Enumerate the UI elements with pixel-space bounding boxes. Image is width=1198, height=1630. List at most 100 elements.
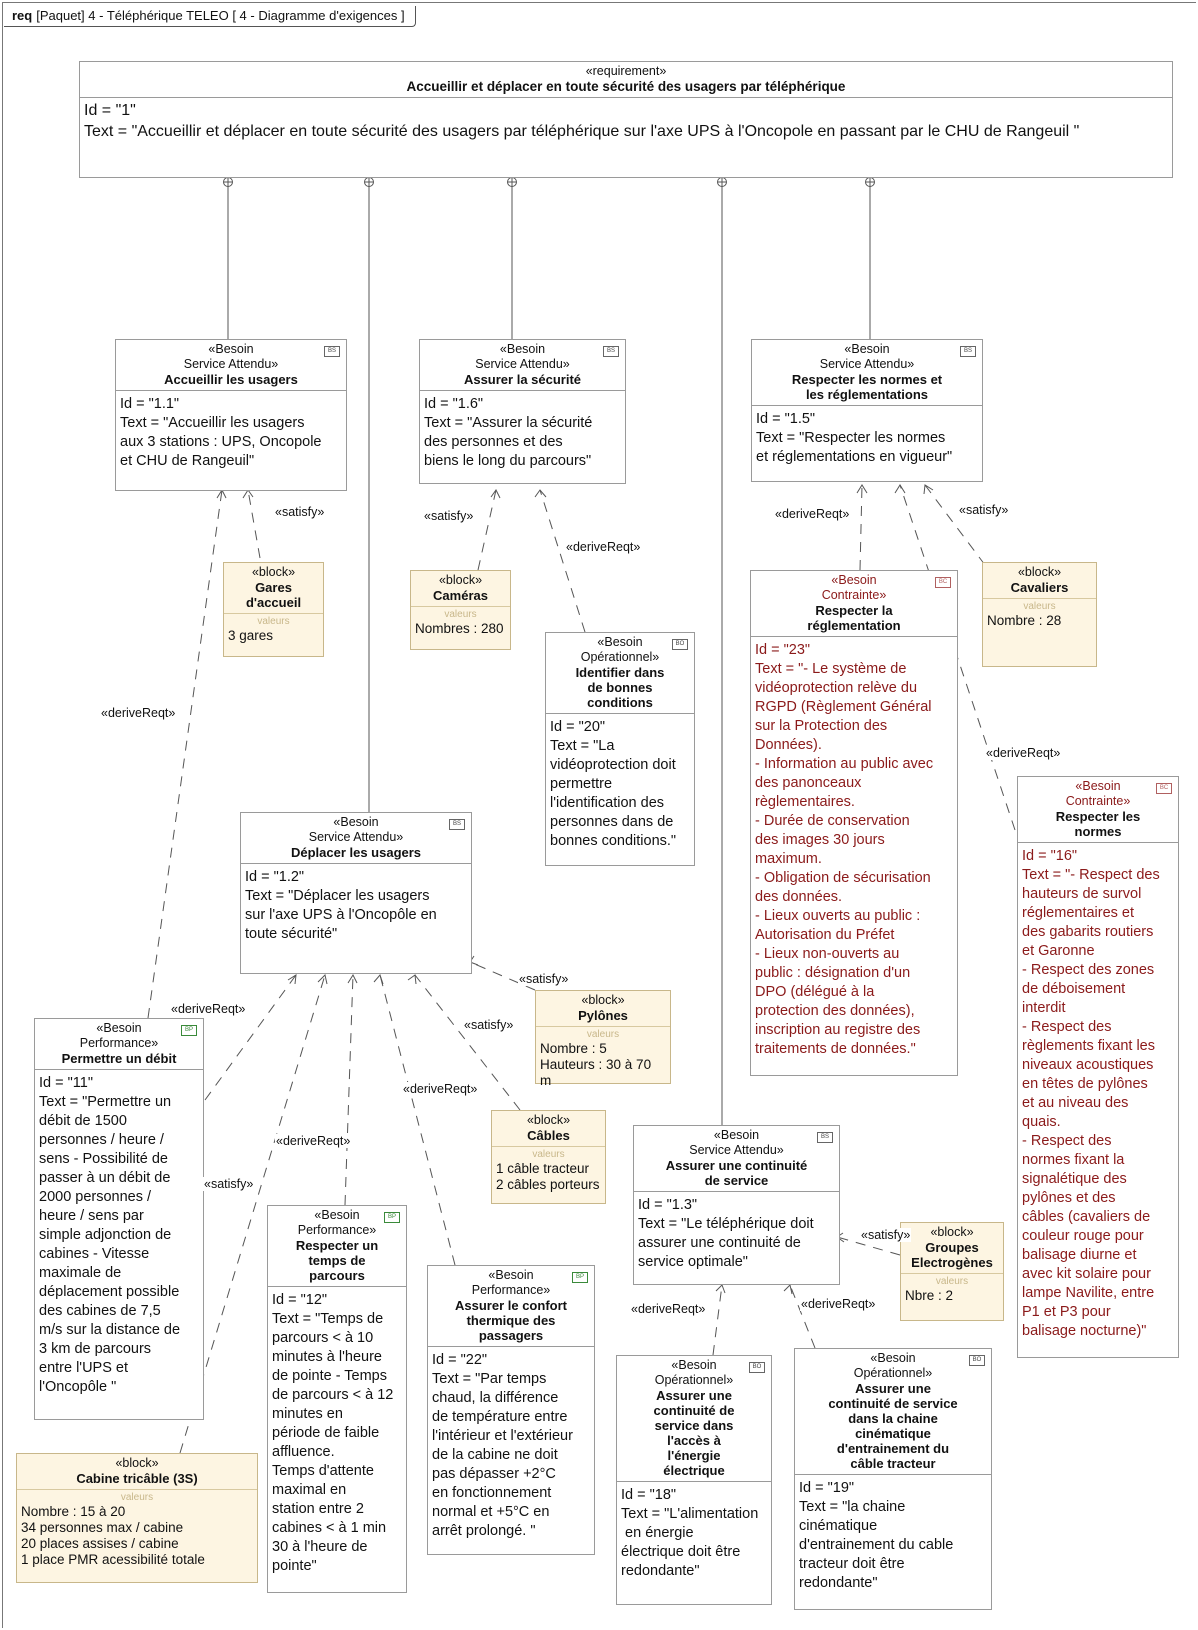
stereotype-label: «Besoin Opérationnel»	[654, 1358, 734, 1387]
requirement-body: Id = "22" Text = "Par temps chaud, la di…	[432, 1352, 573, 1539]
satisfy-line	[247, 489, 261, 559]
block-values: 3 gares	[228, 628, 274, 643]
derive-label: «deriveReqt»	[630, 1302, 707, 1316]
requirement-body: Id = "18" Text = "L'alimentation en éner…	[621, 1487, 759, 1579]
requirement-header: «requirement» Accueillir et déplacer en …	[80, 62, 1172, 98]
derive-line	[147, 489, 223, 1019]
requirement-assurer-securite[interactable]: BS«Besoin Service Attendu»Assurer la séc…	[419, 339, 626, 484]
stereotype-label: «Besoin Service Attendu»	[475, 342, 570, 371]
block-title: Câbles	[527, 1128, 570, 1143]
block-values: Nombre : 15 à 20 34 personnes max / cabi…	[21, 1504, 205, 1567]
requirement-title: Identifier dans de bonnes conditions	[575, 665, 665, 710]
stereotype-label: «Besoin Contrainte»	[821, 573, 887, 602]
stereotype-label: «requirement»	[585, 64, 667, 78]
requirement-badge-icon: BS	[449, 819, 465, 830]
stereotype-label: «Besoin Service Attendu»	[819, 342, 915, 371]
stereotype-label: «block»	[251, 565, 296, 579]
block-pylones[interactable]: «block»Pylônes valeurs Nombre : 5 Hauteu…	[535, 990, 671, 1088]
requirement-respecter-normes[interactable]: BC«Besoin Contrainte»Respecter les norme…	[1017, 776, 1179, 1358]
root-requirement[interactable]: «requirement» Accueillir et déplacer en …	[79, 61, 1173, 178]
compartment-label: valeurs	[935, 1276, 969, 1287]
requirement-respecter-reglementation[interactable]: BC «Besoin Contrainte»Respecter la réglem…	[750, 570, 958, 1076]
requirement-badge-icon: BO	[969, 1355, 985, 1366]
block-values: Nombre : 5 Hauteurs : 30 à 70 m	[540, 1041, 652, 1088]
derive-line	[789, 1284, 816, 1349]
stereotype-label: «block»	[438, 573, 483, 587]
stereotype-label: «Besoin Opérationnel»	[580, 635, 660, 664]
block-values: Nombre : 28	[987, 613, 1062, 628]
derive-label: «deriveReqt»	[800, 1297, 877, 1311]
requirement-body: Id = "1.1" Text = "Accueillir les usager…	[120, 396, 322, 469]
requirement-continuite-energie[interactable]: BO«Besoin Opérationnel»Assurer une conti…	[616, 1355, 772, 1605]
satisfy-label: «satisfy»	[274, 505, 326, 519]
requirement-title: Accueillir les usagers	[164, 372, 298, 387]
requirement-confort-thermique[interactable]: BP «Besoin Performance»Assurer le confort…	[427, 1265, 595, 1555]
requirement-deplacer-usagers[interactable]: BS «Besoin Service Attendu»Déplacer les u…	[240, 812, 472, 974]
requirement-continuite-service[interactable]: BS«Besoin Service Attendu»Assurer une co…	[633, 1125, 840, 1285]
stereotype-label: «Besoin Service Attendu»	[183, 342, 279, 371]
stereotype-label: «block»	[115, 1456, 159, 1470]
derive-line	[539, 489, 586, 633]
stereotype-label: «Besoin Contrainte»	[1065, 779, 1131, 808]
requirement-body: Id = "11" Text = "Permettre un débit de …	[39, 1075, 181, 1395]
requirement-body: Id = "1.5" Text = "Respecter les normes …	[756, 411, 953, 465]
satisfy-label: «satisfy»	[423, 509, 475, 523]
requirement-badge-icon: BC	[935, 577, 951, 588]
requirement-badge-icon: BC	[1156, 783, 1172, 794]
block-title: Pylônes	[578, 1008, 628, 1023]
requirement-permettre-debit[interactable]: BP«Besoin Performance»Permettre un débit…	[34, 1018, 204, 1420]
derive-label: «deriveReqt»	[402, 1082, 479, 1096]
block-gares-accueil[interactable]: «block»Gares d'accueil valeurs 3 gares	[223, 562, 324, 657]
requirement-accueillir-usagers[interactable]: BS «Besoin Service Attendu»Accueillir les…	[115, 339, 347, 491]
block-cameras[interactable]: «block»Caméras valeurs Nombres : 280	[410, 570, 511, 650]
block-values: 1 câble tracteur 2 câbles porteurs	[496, 1161, 600, 1192]
satisfy-label: «satisfy»	[958, 503, 1010, 517]
requirement-continuite-chaine-cinematique[interactable]: BO «Besoin Opérationnel»Assurer une conti…	[794, 1348, 992, 1610]
satisfy-line	[924, 484, 986, 566]
stereotype-label: «Besoin Performance»	[297, 1208, 377, 1237]
stereotype-label: «Besoin Service Attendu»	[689, 1128, 784, 1157]
requirement-badge-icon: BP	[572, 1272, 588, 1283]
derive-label: «deriveReqt»	[100, 706, 177, 720]
block-title: Cavaliers	[1010, 580, 1069, 595]
requirement-title: Assurer le confort thermique des passage…	[455, 1298, 567, 1343]
derive-label: «deriveReqt»	[565, 540, 642, 554]
requirement-title: Respecter les normes et les réglementati…	[791, 372, 943, 402]
stereotype-label: «Besoin Service Attendu»	[308, 815, 404, 844]
requirement-badge-icon: BO	[749, 1362, 765, 1373]
requirement-badge-icon: BS	[603, 346, 619, 357]
requirement-title: Respecter la réglementation	[807, 603, 901, 633]
diagram-frame-label: req[Paquet] 4 - Téléphérique TELEO [ 4 -…	[4, 6, 416, 27]
stereotype-label: «block»	[930, 1225, 974, 1239]
block-cabine-tricable[interactable]: «block»Cabine tricâble (3S) valeurs Nomb…	[16, 1453, 258, 1583]
frame-kind: req	[12, 8, 33, 23]
stereotype-label: «block»	[1017, 565, 1062, 579]
frame-title: [Paquet] 4 - Téléphérique TELEO [ 4 - Di…	[36, 8, 405, 23]
requirement-title: Assurer une continuité de service dans l…	[828, 1381, 958, 1471]
block-groupes-electrogenes[interactable]: «block»Groupes Electrogènes valeurs Nbre…	[900, 1222, 1004, 1321]
compartment-label: valeurs	[1023, 601, 1056, 612]
compartment-label: valeurs	[444, 609, 477, 620]
compartment-label: valeurs	[532, 1149, 565, 1160]
satisfy-label: «satisfy»	[860, 1228, 912, 1242]
requirement-body: Id = "16" Text = "- Respect des hauteurs…	[1022, 848, 1160, 1339]
requirement-respecter-normes-reglementations[interactable]: BS«Besoin Service Attendu»Respecter les …	[751, 339, 983, 482]
satisfy-label: «satisfy»	[463, 1018, 515, 1032]
requirement-badge-icon: BS	[324, 346, 340, 357]
compartment-label: valeurs	[257, 616, 290, 627]
block-cavaliers[interactable]: «block»Cavaliers valeurs Nombre : 28	[982, 562, 1097, 667]
stereotype-label: «Besoin Performance»	[471, 1268, 551, 1297]
requirement-title: Respecter un temps de parcours	[295, 1238, 379, 1283]
requirement-badge-icon: BO	[672, 639, 688, 650]
requirement-id: Id = "1"	[84, 102, 136, 119]
derive-line	[344, 974, 354, 1206]
stereotype-label: «Besoin Performance»	[79, 1021, 159, 1050]
requirement-identifier-conditions[interactable]: BO «Besoin Opérationnel»Identifier dans d…	[545, 632, 695, 866]
block-cables[interactable]: «block»Câbles valeurs 1 câble tracteur 2…	[491, 1110, 606, 1204]
satisfy-label: «satisfy»	[518, 972, 570, 986]
stereotype-label: «Besoin Opérationnel»	[853, 1351, 933, 1380]
requirement-title: Assurer une continuité de service	[665, 1158, 808, 1188]
requirement-title: Déplacer les usagers	[290, 845, 422, 860]
requirement-temps-parcours[interactable]: BP«Besoin Performance»Respecter un temps…	[267, 1205, 407, 1593]
